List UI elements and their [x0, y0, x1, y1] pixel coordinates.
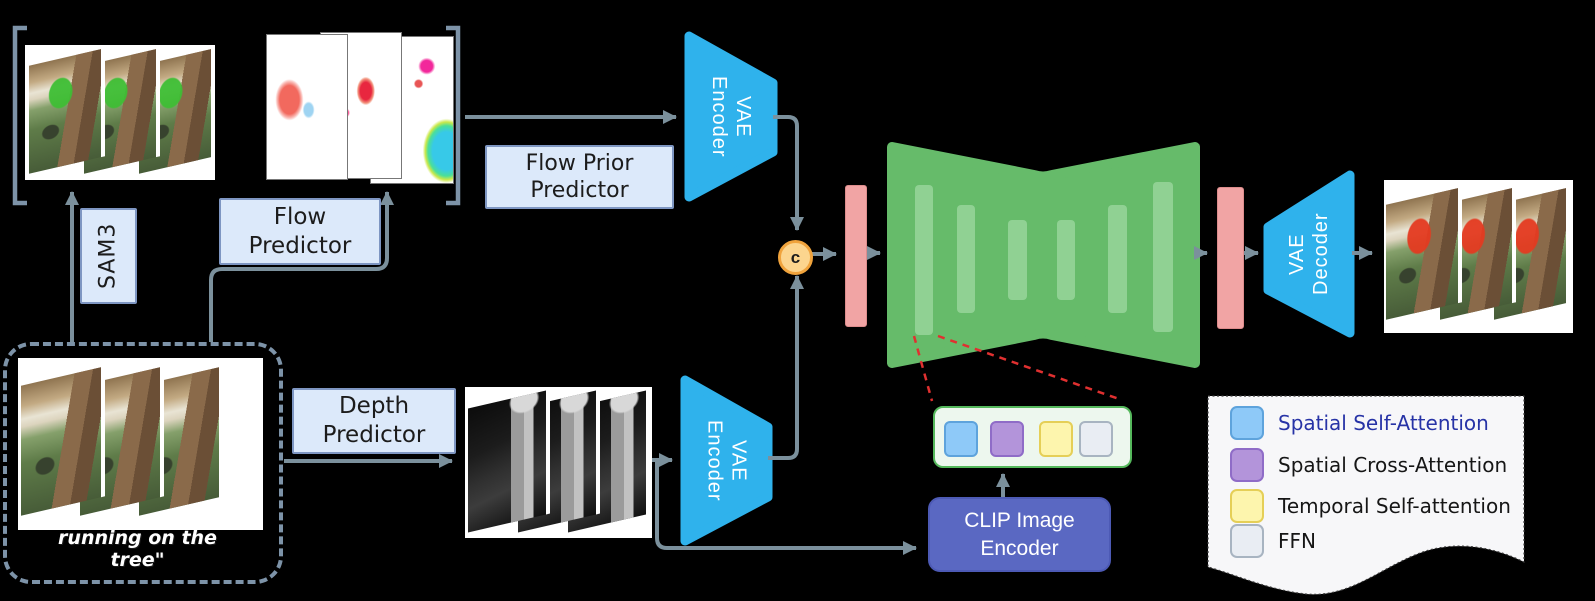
vae-encoder-bottom-shape: [680, 375, 773, 546]
concat-node: c: [778, 240, 813, 275]
vae-decoder-label: VAE Decoder: [1286, 212, 1332, 296]
legend-swatch-spatial-cross-attention: [1230, 448, 1264, 482]
input-video-frames: [18, 358, 263, 530]
vae-encoder-top-label: VAE Encoder: [708, 75, 754, 158]
sam3-masked-frames: [25, 45, 215, 180]
legend-label: Spatial Cross-Attention: [1278, 453, 1508, 477]
spatial-self-attention-block: [944, 421, 978, 457]
legend-row: FFN: [1230, 524, 1316, 558]
legend-label: Temporal Self-attention: [1278, 494, 1511, 518]
diffusion-unet-shape: [887, 142, 1200, 368]
left-bracket: [12, 25, 27, 206]
unet-bar: [957, 205, 975, 313]
legend-label: FFN: [1278, 529, 1316, 553]
depth-maps: [465, 387, 652, 538]
unet-bar: [1108, 205, 1127, 313]
flow-map-frame: [266, 34, 348, 180]
zoom-dash-right: [937, 334, 1123, 402]
wire-encoder-top-to-concat: [773, 115, 804, 231]
sam3-box: SAM3: [80, 208, 137, 304]
legend-swatch-temporal-self-attention: [1230, 489, 1264, 523]
legend-label: Spatial Self-Attention: [1278, 411, 1489, 435]
legend-row: Spatial Self-Attention: [1230, 406, 1489, 440]
optical-flow-maps: [260, 30, 454, 186]
legend-swatch-ffn: [1230, 524, 1264, 558]
depth-predictor-box: Depth Predictor: [292, 388, 456, 454]
input-video-group: [3, 342, 283, 584]
vae-decoder-shape: [1263, 170, 1355, 338]
transformer-block-detail: [933, 406, 1132, 468]
unet-layer-bars: [915, 182, 1173, 335]
legend-swatch-spatial-self-attention: [1230, 406, 1264, 440]
input-caption: running on the tree": [58, 527, 217, 571]
vae-encoder-top-shape: [684, 31, 778, 202]
output-video-frames: [1384, 180, 1573, 333]
video-frame: [1386, 187, 1462, 320]
spatial-cross-attention-block: [990, 421, 1024, 457]
unet-bar: [915, 185, 933, 335]
wire-depth-to-clip: [655, 460, 917, 555]
wire-encoder-bottom-to-concat: [768, 275, 804, 460]
legend-paper: [1207, 395, 1525, 595]
temporal-self-attention-block: [1039, 421, 1073, 457]
vae-encoder-bottom-label: VAE Encoder: [703, 419, 750, 502]
right-bracket: [446, 25, 461, 206]
video-frame: [29, 48, 105, 174]
video-frame: [21, 366, 105, 516]
unet-bar: [1008, 220, 1027, 300]
depth-frame: [468, 389, 550, 533]
wire-input-to-flow-maps: [209, 191, 394, 342]
legend-row: Spatial Cross-Attention: [1230, 448, 1507, 482]
flow-predictor-box: Flow Predictor: [219, 198, 381, 265]
unet-bar: [1153, 182, 1173, 332]
zoom-dash-left: [912, 335, 934, 402]
unet-bar: [1057, 220, 1075, 300]
clip-image-encoder-box: CLIP Image Encoder: [928, 497, 1111, 572]
latent-bar-output: [1217, 187, 1244, 329]
ffn-block: [1079, 421, 1113, 457]
latent-bar-input: [845, 185, 867, 327]
flow-prior-predictor-box: Flow Prior Predictor: [485, 145, 674, 209]
legend-row: Temporal Self-attention: [1230, 489, 1511, 523]
